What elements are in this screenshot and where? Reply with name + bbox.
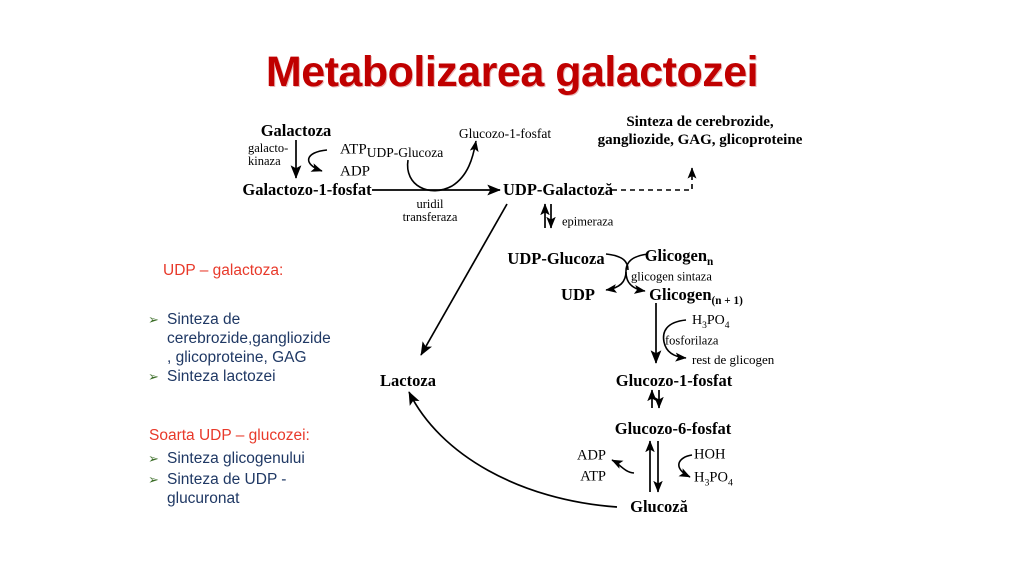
cofactor-adp-top: ADP bbox=[340, 163, 371, 180]
bullet-label: Sinteza lactozei bbox=[167, 368, 276, 385]
node-glucoza: Glucoză bbox=[630, 497, 688, 516]
page-title: Metabolizarea galactozei bbox=[265, 48, 759, 96]
node-glicogen-n: Glicogenn bbox=[645, 246, 714, 268]
galactokinaza-line2: kinaza bbox=[248, 153, 281, 168]
bullet-line-2: cerebrozide,gangliozide bbox=[167, 330, 331, 347]
node-galactoza: Galactoza bbox=[260, 121, 332, 140]
soarta-udp-glucozei-heading: Soarta UDP – glucozei: bbox=[149, 427, 310, 444]
node-udp-glucoza: UDP-Glucoza bbox=[507, 249, 605, 268]
cofactor-hoh: HOH bbox=[694, 446, 726, 463]
cofactor-atp-top: ATP bbox=[340, 141, 367, 158]
bullet-item-sinteza-glicogenului: ➢ Sinteza glicogenului bbox=[148, 449, 378, 468]
node-glucozo-1-fosfat-top: Glucozo-1-fosfat bbox=[458, 126, 552, 141]
bullet-item-sinteza-lactozei: ➢ Sinteza lactozei bbox=[148, 367, 378, 386]
cofactor-adp-bottom: ADP bbox=[576, 447, 606, 464]
glicogen-n-subscript: n bbox=[707, 256, 714, 269]
h3po4b-sub2: 4 bbox=[727, 477, 733, 489]
node-galactozo-1-fosfat: Galactozo-1-fosfat bbox=[242, 180, 372, 199]
uridil-line2: transferaza bbox=[402, 210, 458, 224]
glicogen-n1-subscript: (n + 1) bbox=[711, 295, 743, 308]
udp-galactoza-heading: UDP – galactoza: bbox=[163, 262, 284, 279]
node-udp-glucoza-top: UDP-Glucoza bbox=[366, 145, 444, 160]
bullet-line-1: Sinteza de UDP - bbox=[167, 471, 287, 488]
node-lactoza: Lactoza bbox=[380, 371, 436, 390]
node-glicogen-n1: Glicogen(n + 1) bbox=[649, 285, 743, 307]
node-glucozo-6-fosfat: Glucozo-6-fosfat bbox=[614, 419, 732, 438]
node-sinteza-cerebrozide: Sinteza de cerebrozide, gangliozide, GAG… bbox=[598, 113, 803, 149]
sinteza-line2: gangliozide, GAG, glicoproteine bbox=[597, 132, 803, 148]
bullet-label: Sinteza de UDP - glucuronat bbox=[167, 470, 286, 508]
h3po4-sub1: 3 bbox=[702, 320, 707, 331]
glicogen-n-label: Glicogen bbox=[644, 245, 708, 265]
cofactor-h3po4-bottom: H3PO4 bbox=[694, 470, 733, 489]
cofactor-h3po4-glycogen: H3PO4 bbox=[692, 313, 730, 331]
bullet-label: Sinteza glicogenului bbox=[167, 450, 305, 467]
bullet-arrow-icon: ➢ bbox=[148, 472, 159, 487]
h3po4b-h: H bbox=[694, 469, 705, 486]
sinteza-line1: Sinteza de cerebrozide, bbox=[626, 114, 774, 130]
enzyme-uridil-transferaza: uridil transferaza bbox=[390, 198, 470, 224]
h3po4-po: PO bbox=[706, 313, 725, 329]
uridil-line1: uridil bbox=[416, 197, 444, 211]
bullet-line-1: Sinteza de bbox=[167, 311, 241, 328]
enzyme-epimeraza: epimeraza bbox=[562, 214, 614, 229]
bullet-arrow-icon: ➢ bbox=[148, 369, 159, 384]
enzyme-fosforilaza: fosforilaza bbox=[665, 333, 719, 348]
h3po4b-sub1: 3 bbox=[704, 477, 710, 489]
enzyme-galactokinaza: galacto- kinaza bbox=[248, 142, 288, 167]
glicogen-n1-label: Glicogen bbox=[649, 284, 712, 304]
bullet-line-3: , glicoproteine, GAG bbox=[167, 349, 307, 366]
galactokinaza-line1: galacto- bbox=[248, 141, 289, 155]
cofactor-atp-bottom: ATP bbox=[580, 468, 606, 485]
bullet-item-sinteza-cerebrozide: ➢ Sinteza de cerebrozide,gangliozide , g… bbox=[148, 310, 378, 367]
node-rest-de-glicogen: rest de glicogen bbox=[692, 352, 775, 367]
node-glucozo-1-fosfat: Glucozo-1-fosfat bbox=[615, 371, 733, 390]
enzyme-glicogen-sintaza: glicogen sintaza bbox=[631, 269, 712, 284]
node-udp-galactoza: UDP-Galactoză bbox=[503, 180, 613, 199]
bullet-arrow-icon: ➢ bbox=[148, 312, 159, 327]
bullet-item-sinteza-udp-glucuronat: ➢ Sinteza de UDP - glucuronat bbox=[148, 470, 378, 508]
bullet-arrow-icon: ➢ bbox=[148, 451, 159, 466]
node-udp: UDP bbox=[561, 285, 595, 304]
bullet-label: Sinteza de cerebrozide,gangliozide , gli… bbox=[167, 310, 331, 367]
h3po4b-po: PO bbox=[709, 469, 728, 486]
h3po4-h: H bbox=[692, 313, 703, 329]
bullet-line-2: glucuronat bbox=[167, 490, 240, 507]
h3po4-sub2: 4 bbox=[724, 320, 730, 331]
